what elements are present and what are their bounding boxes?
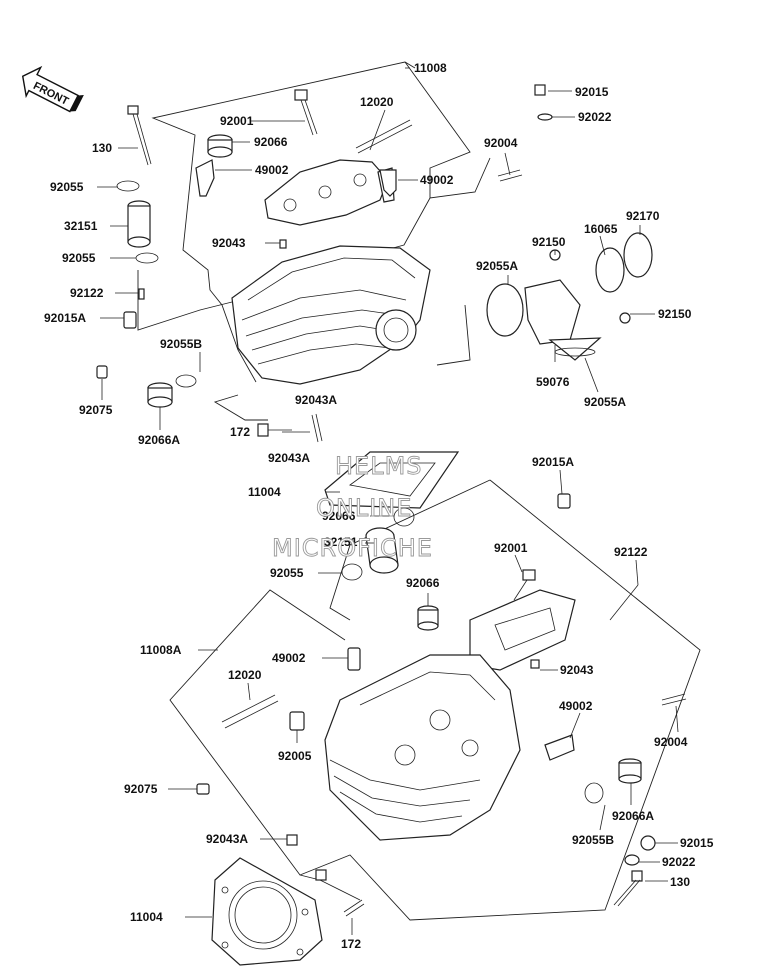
label-92015A-right: 92015A [532, 455, 574, 469]
front-direction-arrow: FRONT [21, 65, 84, 113]
o-ring-92055B-upper [175, 374, 197, 388]
label-92075-lower: 92075 [124, 782, 158, 796]
label-172-lower: 172 [341, 937, 361, 951]
label-92001-mid: 92001 [494, 541, 528, 555]
watermark-line-2: ONLINE [316, 494, 412, 522]
label-92170: 92170 [626, 209, 660, 223]
label-49002-lower-right: 49002 [559, 699, 593, 713]
label-92066A-lower: 92066A [612, 809, 654, 823]
cylinder-head-upper [231, 245, 431, 443]
part-labels: 11008 92015 92001 12020 92022 130 92066 … [44, 61, 714, 951]
o-ring-92055-upper-2 [135, 252, 159, 264]
label-11008: 11008 [414, 61, 447, 75]
rocker-cover-11008A [221, 589, 687, 761]
label-12020-top: 12020 [360, 95, 394, 109]
dowel-92015A-right [557, 493, 571, 509]
label-32151-upper: 32151 [64, 219, 98, 233]
label-12020-lower: 12020 [228, 668, 262, 682]
label-130-lower: 130 [670, 875, 690, 889]
label-92066A-upper: 92066A [138, 433, 180, 447]
pin-92122-left [138, 288, 145, 300]
intake-parts-upper [379, 84, 653, 361]
cap-92066A-upper [147, 382, 173, 408]
lower-small-parts [196, 758, 656, 917]
label-92055A-upper: 92055A [476, 259, 518, 273]
label-92066-top: 92066 [254, 135, 288, 149]
label-92004-top: 92004 [484, 136, 518, 150]
label-11008A: 11008A [140, 643, 182, 657]
watermark-line-3: MICROFICHE [272, 534, 433, 562]
o-ring-92055-upper [116, 180, 140, 192]
label-11004-upper: 11004 [248, 485, 281, 499]
label-92015-top: 92015 [575, 85, 609, 99]
label-49002-upper-right: 49002 [420, 173, 454, 187]
cap-92066-lower [417, 605, 439, 631]
dowel-92015A-left [123, 311, 137, 329]
label-92015-lower: 92015 [680, 836, 714, 850]
label-92122-left: 92122 [70, 286, 104, 300]
label-92043A-mid: 92043A [268, 451, 310, 465]
label-92075-upper: 92075 [79, 403, 113, 417]
collar-32151-upper [127, 200, 151, 248]
label-59076: 59076 [536, 375, 570, 389]
label-16065: 16065 [584, 222, 618, 236]
label-92015A-left: 92015A [44, 311, 86, 325]
watermark: HELMS ONLINE MICROFICHE [272, 452, 433, 563]
pin-92122-right [609, 584, 639, 621]
label-92043-lower: 92043 [560, 663, 594, 677]
label-49002-lower-left: 49002 [272, 651, 306, 665]
label-92150-b: 92150 [658, 307, 692, 321]
label-92055B-upper: 92055B [160, 337, 202, 351]
label-92055-upper-2: 92055 [62, 251, 96, 265]
cylinder-head-lower [324, 654, 604, 841]
label-92004-lower: 92004 [654, 735, 688, 749]
label-92055-upper-1: 92055 [50, 180, 84, 194]
label-92122-right: 92122 [614, 545, 648, 559]
label-92055A-lower: 92055A [584, 395, 626, 409]
label-130-upper: 130 [92, 141, 112, 155]
bolt-92001-mid [513, 569, 536, 601]
label-92022-top: 92022 [578, 110, 612, 124]
label-92066-mid: 92066 [322, 509, 356, 523]
upper-assembly-bracket [137, 61, 491, 421]
plug-92075-upper [96, 365, 108, 379]
label-92005: 92005 [278, 749, 312, 763]
label-92055B-lower: 92055B [572, 833, 614, 847]
leader-lines [97, 67, 679, 935]
label-92055-mid: 92055 [270, 566, 304, 580]
head-gasket-11004-lower [211, 857, 323, 966]
label-92066-lower: 92066 [406, 576, 440, 590]
watermark-line-1: HELMS [335, 452, 423, 480]
label-92022-lower: 92022 [662, 855, 696, 869]
label-92150-a: 92150 [532, 235, 566, 249]
label-92043A-right: 92043A [295, 393, 337, 407]
label-11004-lower: 11004 [130, 910, 163, 924]
rocker-cover-11008 [195, 89, 413, 249]
bolt-130-upper [127, 105, 152, 166]
head-gasket-11004-upper [324, 451, 460, 581]
label-92043A-lower: 92043A [206, 832, 248, 846]
label-32151-mid: 32151 [324, 535, 358, 549]
label-49002-upper-left: 49002 [255, 163, 289, 177]
label-172-upper: 172 [230, 425, 250, 439]
label-92043-upper: 92043 [212, 236, 246, 250]
label-92001-top: 92001 [220, 114, 254, 128]
